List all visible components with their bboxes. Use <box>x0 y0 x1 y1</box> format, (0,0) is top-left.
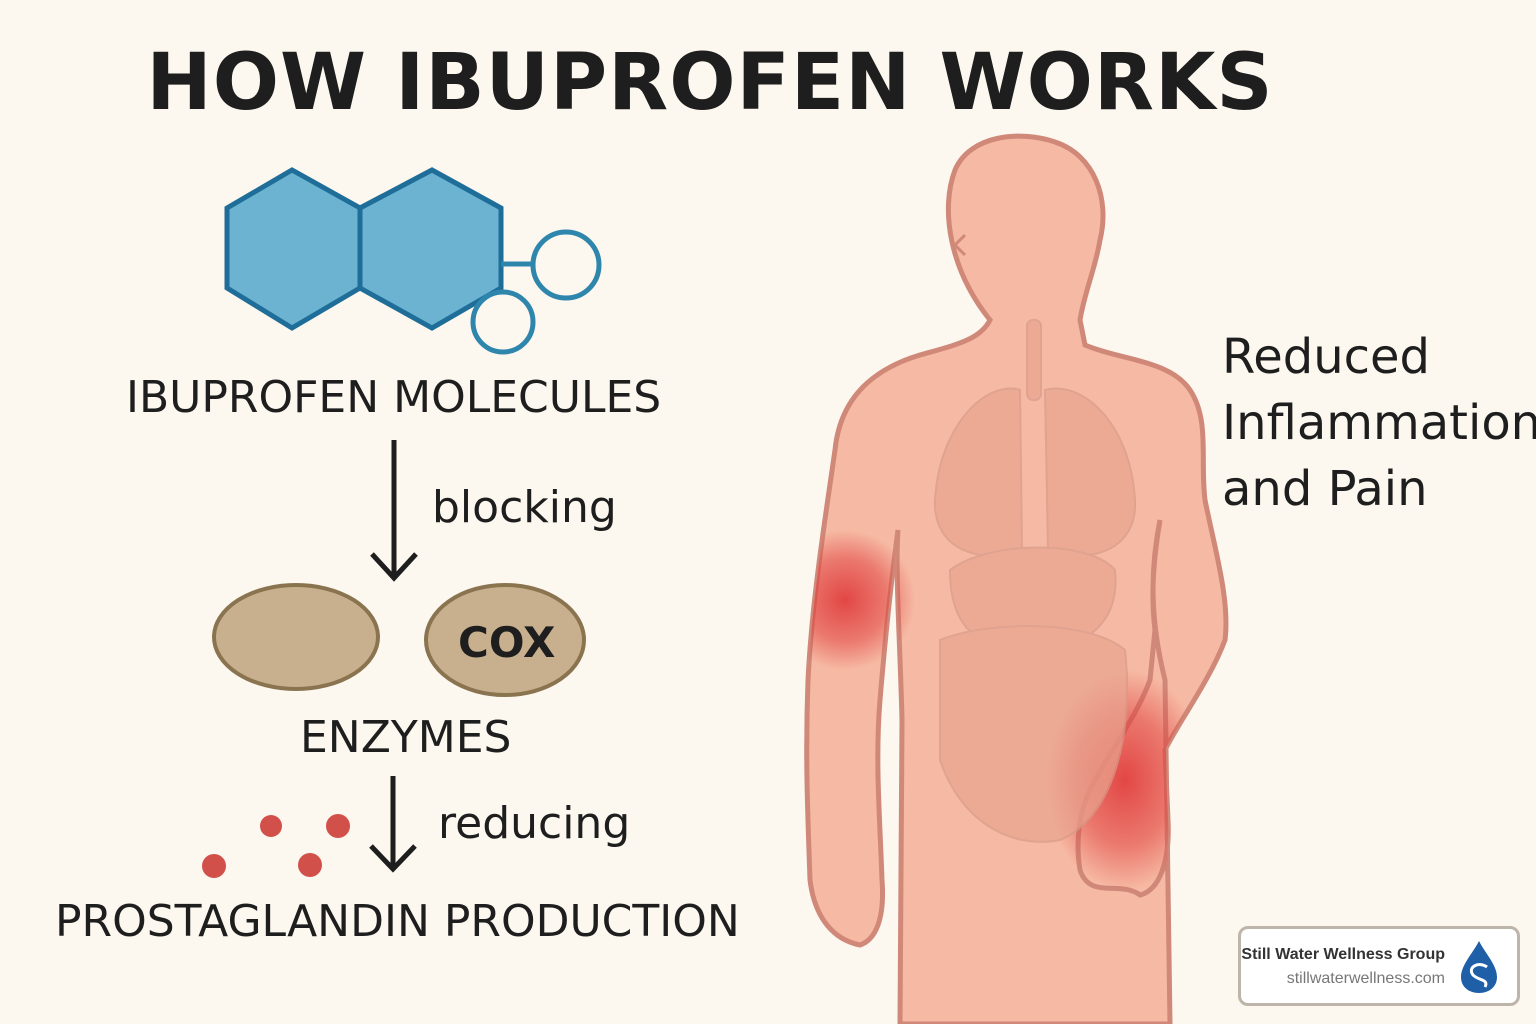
brand-badge: Still Water Wellness Group stillwaterwel… <box>1238 926 1520 1006</box>
result-text: Reduced Inflammation and Pain <box>1222 324 1536 522</box>
reducing-label: reducing <box>438 798 631 849</box>
prostaglandin-dot <box>298 853 322 877</box>
molecules-label: IBUPROFEN MOLECULES <box>126 372 662 423</box>
prostaglandin-arrow-group <box>202 776 417 878</box>
prostaglandin-dot <box>260 815 282 837</box>
ibuprofen-molecule-icon <box>224 167 602 355</box>
water-drop-logo-icon <box>1461 941 1497 993</box>
blocking-label: blocking <box>432 482 617 533</box>
cox-label: COX <box>458 618 556 667</box>
result-line-1: Reduced <box>1222 329 1431 385</box>
organs-icon <box>933 319 1137 843</box>
result-line-3: and Pain <box>1222 461 1428 517</box>
prostaglandin-dot <box>202 854 226 878</box>
cox-enzymes-icon <box>212 583 586 697</box>
enzymes-label: ENZYMES <box>300 712 512 763</box>
result-line-2: Inflammation <box>1222 395 1536 451</box>
human-body-illustration <box>790 120 1250 1024</box>
brand-name: Still Water Wellness Group <box>1241 946 1445 963</box>
page-title: HOW IBUPROFEN WORKS <box>146 38 1274 128</box>
prostaglandin-label: PROSTAGLANDIN PRODUCTION <box>55 896 740 947</box>
arrow-down-icon <box>370 440 418 582</box>
prostaglandin-dot <box>326 814 350 838</box>
brand-url: stillwaterwellness.com <box>1286 970 1445 987</box>
